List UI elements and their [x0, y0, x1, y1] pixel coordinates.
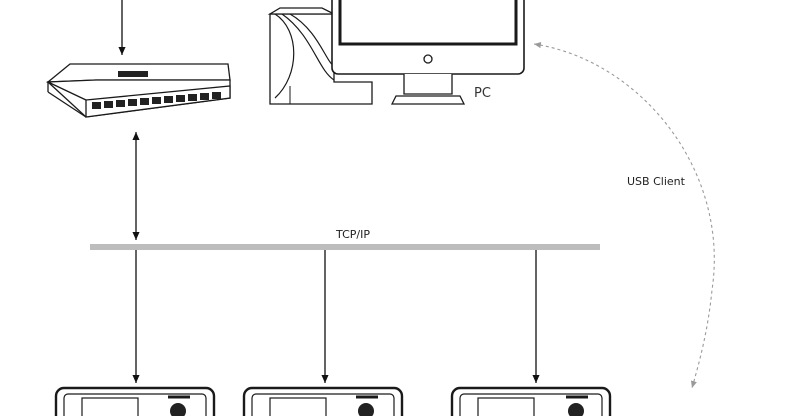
usb-client-label: USB Client	[627, 175, 686, 188]
usb-client-link	[533, 41, 715, 389]
pc-tower-icon	[267, 7, 373, 105]
terminal-device-icon	[242, 386, 404, 416]
monitor-icon	[331, 0, 525, 105]
pc-label: PC	[474, 86, 491, 101]
network-switch-icon	[46, 63, 231, 118]
tcpip-bus	[90, 244, 600, 250]
tcpip-label: TCP/IP	[335, 228, 370, 241]
terminal-device-icon	[54, 386, 216, 416]
terminal-device-icon	[450, 386, 612, 416]
